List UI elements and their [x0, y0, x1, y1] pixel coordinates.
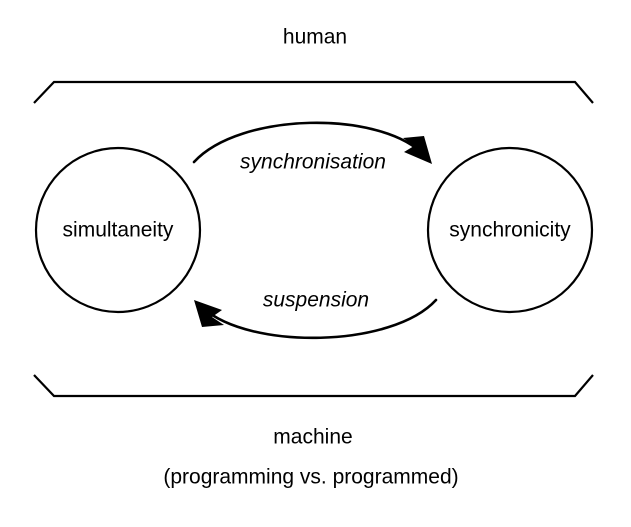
node-simultaneity-label: simultaneity	[63, 219, 174, 242]
node-synchronicity-circle[interactable]	[426, 146, 594, 314]
bottom-bracket-path	[33, 374, 594, 398]
bottom-group-label: machine	[273, 426, 352, 449]
node-simultaneity-circle[interactable]	[34, 146, 202, 314]
edge-suspension[interactable]: suspension	[194, 289, 438, 340]
node-synchronicity-label: synchronicity	[449, 219, 571, 242]
edge-synchronisation-arc[interactable]	[192, 121, 426, 164]
edge-suspension-arrowhead	[194, 300, 224, 327]
top-bracket-path	[33, 80, 594, 104]
edge-synchronisation-arrowhead	[403, 136, 432, 164]
edge-suspension-label: suspension	[263, 289, 369, 312]
edge-synchronisation[interactable]: synchronisation	[192, 121, 432, 174]
node-synchronicity[interactable]: synchronicity	[426, 146, 594, 314]
edge-synchronisation-label: synchronisation	[240, 151, 386, 174]
node-simultaneity[interactable]: simultaneity	[34, 146, 202, 314]
top-bracket	[33, 80, 594, 104]
top-group-label: human	[283, 26, 347, 49]
bottom-group-sublabel: (programming vs. programmed)	[163, 466, 458, 489]
edge-suspension-arc[interactable]	[201, 298, 438, 340]
bottom-bracket	[33, 374, 594, 398]
